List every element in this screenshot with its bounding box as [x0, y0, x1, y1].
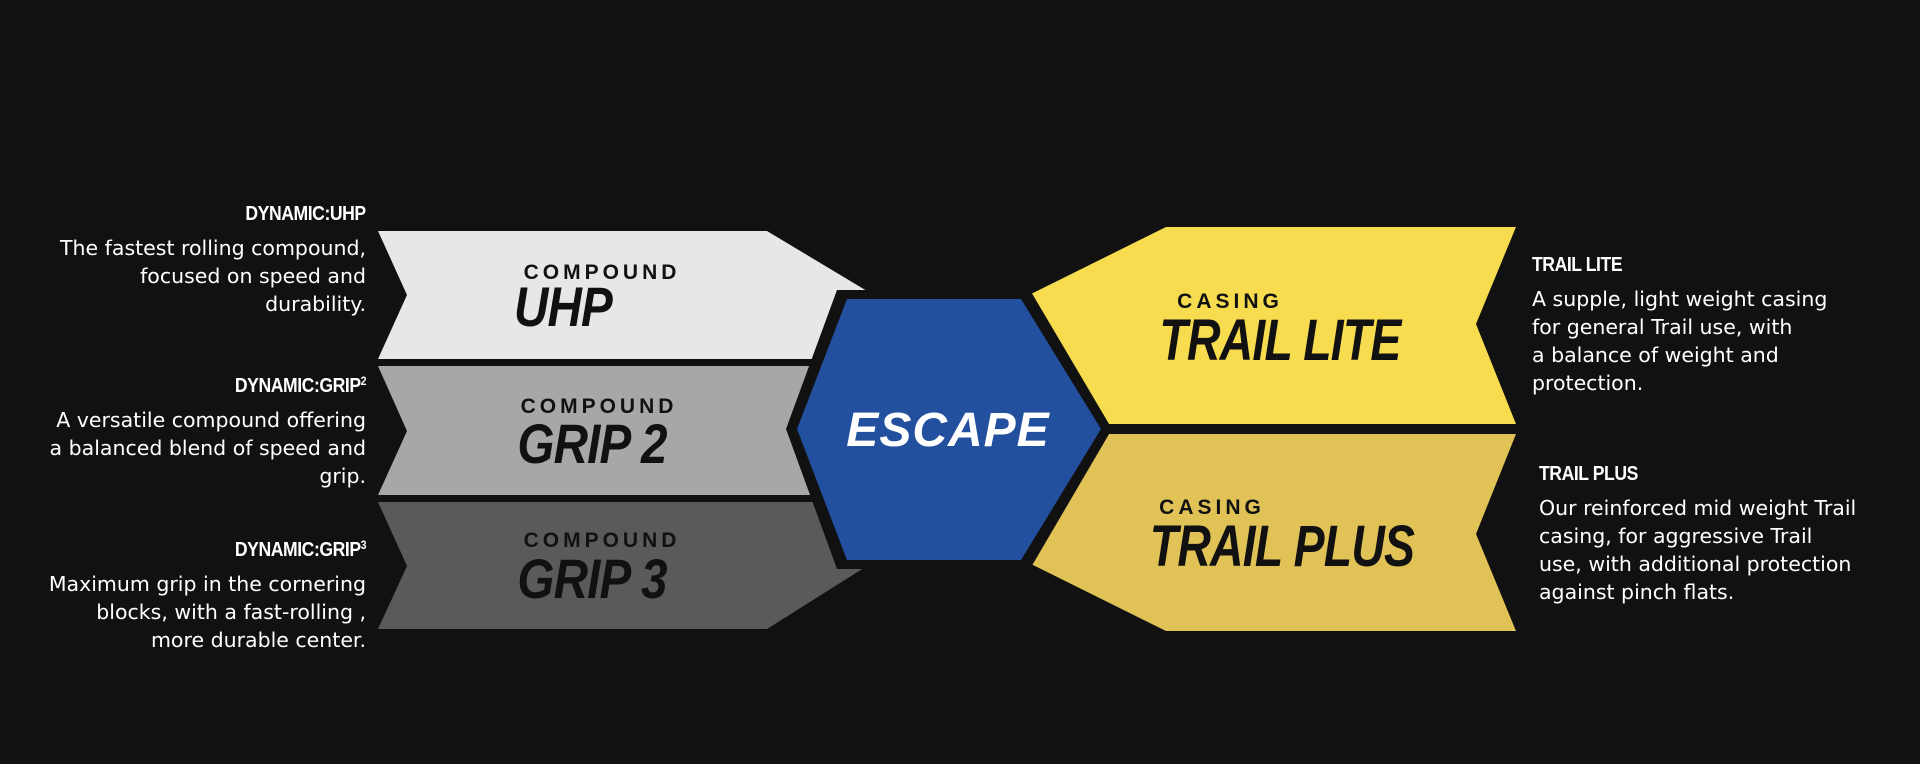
compound-description-grip2: DYNAMIC:GRIP2 A versatile compound offer…: [49, 374, 367, 490]
compound-description-uhp: DYNAMIC:UHP The fastest rolling compound…: [60, 203, 366, 318]
casing-description-trail-lite: TRAIL LITE A supple, light weight casing…: [1532, 254, 1827, 397]
casing-description-text: Our reinforced mid weight Trail casing, …: [1539, 496, 1857, 604]
compound-description-grip3: DYNAMIC:GRIP3 Maximum grip in the corner…: [48, 538, 367, 654]
casing-banner-trail-plus[interactable]: [1031, 434, 1516, 631]
center-hexagon[interactable]: [797, 299, 1101, 560]
casing-small-label: CASING: [1159, 496, 1265, 519]
compound-title: DYNAMIC:GRIP2: [234, 374, 367, 397]
compound-description-text: The fastest rolling compound, focused on…: [60, 236, 366, 316]
compound-name-grip3: GRIP 3: [517, 548, 667, 610]
compound-title: DYNAMIC:UHP: [245, 203, 367, 225]
casing-description-trail-plus: TRAIL PLUS Our reinforced mid weight Tra…: [1539, 463, 1856, 606]
casing-name-trail-plus: TRAIL PLUS: [1150, 514, 1415, 579]
compound-small-label: COMPOUND: [524, 529, 681, 552]
center-label: ESCAPE: [846, 404, 1050, 457]
casing-description-text: A supple, light weight casing for genera…: [1532, 287, 1828, 395]
compound-description-text: A versatile compound offering a balanced…: [49, 408, 366, 488]
compound-name-grip2: GRIP 2: [517, 413, 667, 475]
casing-small-label: CASING: [1177, 290, 1283, 313]
compound-description-text: Maximum grip in the cornering blocks, wi…: [48, 572, 366, 652]
casing-title: TRAIL PLUS: [1539, 463, 1638, 485]
casing-title: TRAIL LITE: [1532, 254, 1623, 276]
casing-banner-trail-lite[interactable]: [1031, 227, 1516, 424]
casing-name-trail-lite: TRAIL LITE: [1159, 308, 1403, 373]
compound-title: DYNAMIC:GRIP3: [234, 538, 367, 561]
compound-banner-grip2[interactable]: [378, 366, 824, 495]
compound-small-label: COMPOUND: [524, 261, 681, 284]
compound-small-label: COMPOUND: [521, 395, 678, 418]
compound-banner-grip3[interactable]: [378, 502, 867, 629]
compound-banner-uhp[interactable]: [378, 231, 867, 359]
compound-name-uhp: UHP: [514, 276, 613, 338]
